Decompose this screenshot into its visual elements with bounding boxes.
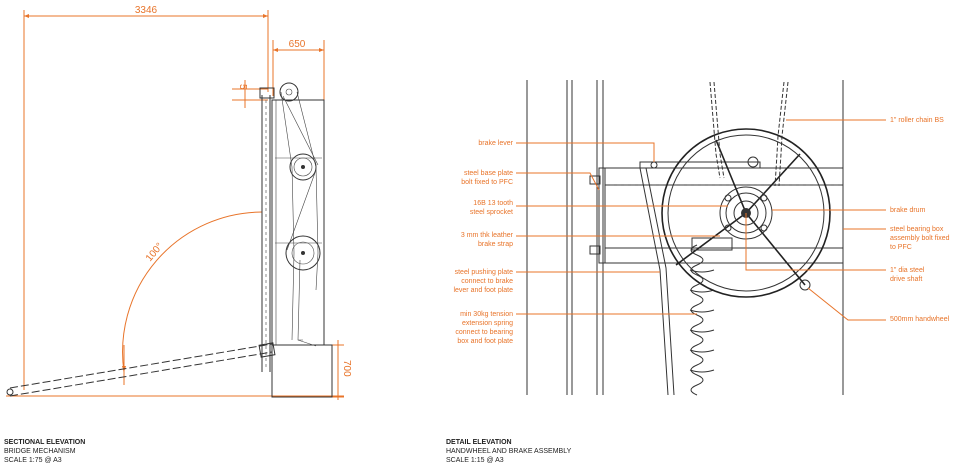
label-spring-4: box and foot plate [457,338,513,345]
dimension-depth: 650 [272,39,325,100]
pfc-channel [526,80,844,395]
label-brake-lever: brake lever [478,140,513,147]
roller-chain [709,81,789,187]
label-sprocket-1: 16B 13 tooth [473,200,513,207]
label-shaft-2: drive shaft [890,276,922,283]
bridge-deck [259,87,275,372]
right-caption-title: DETAIL ELEVATION [446,439,512,446]
label-base-plate-1: steel base plate [464,170,513,177]
extension-spring [689,244,715,396]
label-brake-drum: brake drum [890,207,926,214]
mechanism-housing [271,99,333,398]
callouts: brake lever steel base plate bolt fixed … [453,117,949,345]
left-caption-title: SECTIONAL ELEVATION [4,439,85,446]
dimension-offset: 5 [232,80,268,108]
label-pushing-1: steel pushing plate [455,269,513,276]
label-handwheel: 500mm handwheel [890,316,950,323]
angle-arc: 100° [122,211,263,385]
brake-lever [639,161,761,169]
label-pushing-3: lever and foot plate [453,287,513,294]
pfc-beam [604,167,844,264]
label-pushing-2: connect to brake [461,278,513,285]
chain-loops [280,91,319,347]
bearing-box [691,237,733,251]
mid-sprocket [275,153,322,181]
sectional-elevation: 3346 650 5 700 [6,5,352,400]
left-caption-subtitle: BRIDGE MECHANISM [4,448,76,455]
right-caption-subtitle: HANDWHEEL AND BRAKE ASSEMBLY [446,448,572,455]
label-spring-3: connect to bearing [455,329,513,336]
label-sprocket-2: steel sprocket [470,209,513,216]
dimension-width-label: 3346 [135,5,158,16]
right-caption-scale: SCALE 1:15 @ A3 [446,457,504,464]
angle-label: 100° [144,241,166,264]
label-bearing-1: steel bearing box [890,226,944,233]
label-base-plate-2: bolt fixed to PFC [461,179,513,186]
dimension-width: 3346 [23,5,269,390]
detail-elevation [526,80,844,396]
top-pulley [279,82,299,102]
label-chain: 1" roller chain BS [890,117,944,124]
dimension-height: 700 [330,340,352,400]
label-spring-1: min 30kg tension [460,311,513,318]
label-bearing-3: to PFC [890,244,912,251]
lowered-deck [6,342,276,397]
label-strap-1: 3 mm thk leather [461,232,514,239]
left-caption-scale: SCALE 1:75 @ A3 [4,457,62,464]
label-shaft-1: 1" dia steel [890,267,925,274]
label-spring-2: extension spring [462,320,513,327]
lower-wheel [275,235,322,271]
dimension-depth-label: 650 [289,39,306,50]
dimension-offset-label: 5 [237,84,248,90]
dimension-height-label: 700 [341,360,352,377]
label-bearing-2: assembly bolt fixed [890,235,950,242]
label-strap-2: brake strap [478,241,513,248]
pushing-plate [639,167,675,396]
handwheel [661,128,831,298]
